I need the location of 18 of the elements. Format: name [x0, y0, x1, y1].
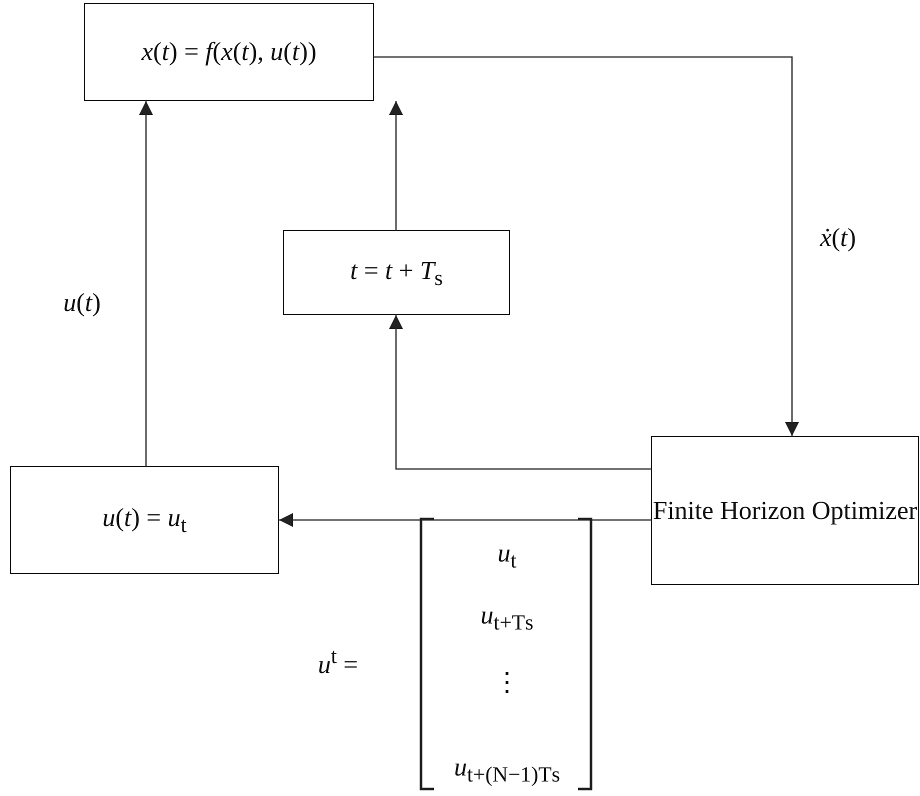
- box-label: t = t + T$_{s}$: [350, 254, 443, 292]
- matrix-label: u$^{t}$ =: [318, 644, 358, 680]
- box-label: x(t) = f(x(t), u(t)): [141, 36, 317, 68]
- matrix-entry: ⋮: [494, 666, 520, 698]
- edge-label: ẋ(t): [820, 223, 856, 253]
- box-label: Finite Horizon Optimizer: [652, 494, 918, 527]
- box-label: u(t) = u$_{t}$: [102, 502, 187, 540]
- arrow: [389, 101, 403, 230]
- arrow: [279, 513, 651, 527]
- process-box: [84, 3, 374, 101]
- arrow: [374, 56, 799, 436]
- arrow: [389, 315, 651, 470]
- matrix-entry: u$_{t}$: [497, 538, 517, 574]
- process-box: [651, 436, 919, 585]
- arrow: [139, 101, 153, 466]
- process-box: [283, 230, 510, 315]
- edge-label: u(t): [63, 288, 101, 318]
- process-box: [10, 466, 279, 574]
